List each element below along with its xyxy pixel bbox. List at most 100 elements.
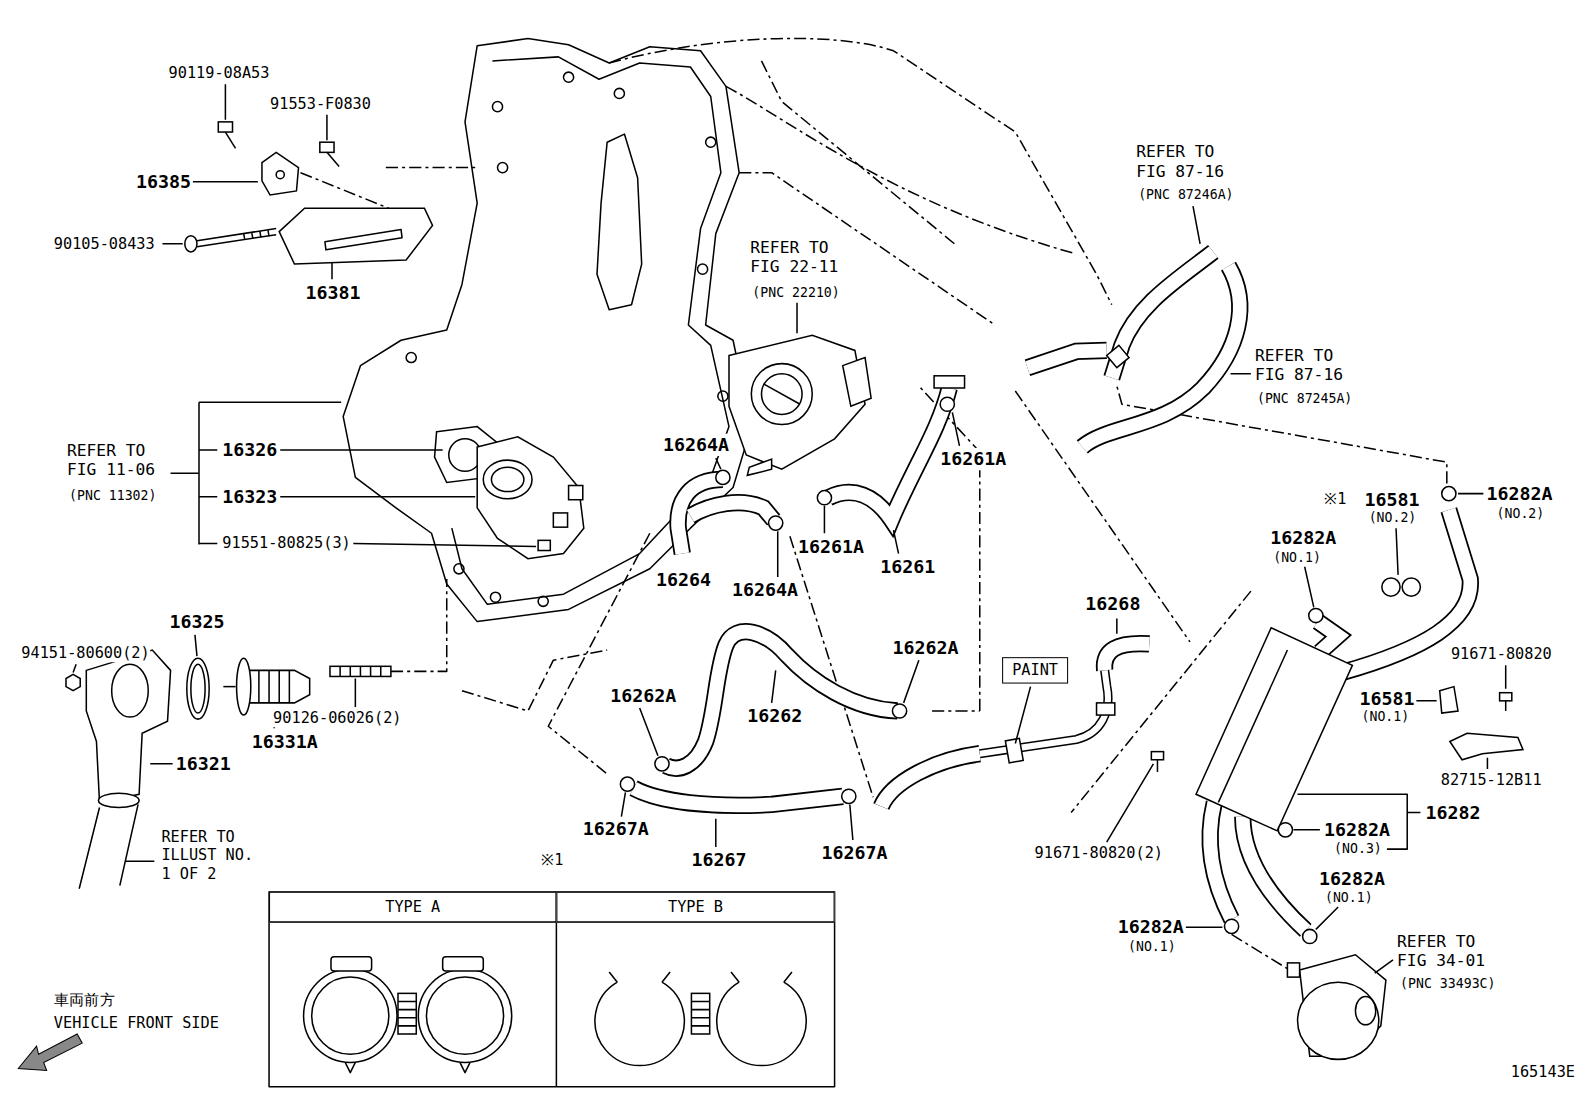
hose-clamp — [892, 704, 906, 718]
coolant-hose — [634, 788, 843, 805]
throttle-body — [729, 335, 865, 469]
engine-outline — [538, 596, 548, 606]
box-text: TYPE B — [668, 898, 723, 916]
part-number: 16385 — [135, 171, 192, 193]
bracket — [262, 152, 299, 195]
coolant-hose — [1318, 622, 1338, 652]
thermostat-parts — [66, 650, 391, 889]
reference-note: REFER TO ILLUST NO. 1 OF 2 — [160, 828, 262, 883]
hose-clamp — [655, 757, 669, 771]
throttle-body — [729, 335, 871, 475]
part-number: 16261A — [797, 535, 865, 557]
clip-type-a — [443, 957, 484, 971]
bracket — [225, 132, 235, 148]
part-number: 16261 — [879, 556, 936, 578]
hose-clamp — [1278, 823, 1292, 837]
phantom-line — [1117, 386, 1447, 484]
hose-clip — [1450, 733, 1523, 759]
coolant-hose — [828, 388, 949, 520]
thermostat-parts — [237, 658, 251, 715]
part-number: 16262A — [609, 685, 677, 707]
bracket — [320, 142, 334, 152]
phantom-line — [609, 38, 1112, 304]
hose-clip — [1505, 701, 1507, 711]
throttle-body — [843, 358, 871, 407]
sub-note: (NO.1) — [1361, 709, 1411, 725]
reference-note: REFER TO FIG 87-16 — [1254, 345, 1358, 384]
coolant-hose — [1027, 350, 1106, 367]
thermostat-parts — [249, 670, 310, 703]
engine-outline — [454, 564, 464, 574]
part-number: 16282A — [1318, 867, 1386, 889]
fastener-part-number: 90105-08433 — [53, 235, 156, 253]
clip-type-b — [717, 972, 806, 1066]
bracket — [325, 230, 402, 250]
fastener-part-number: 90126-06026(2) — [272, 709, 402, 727]
box-text: TYPE A — [385, 898, 440, 916]
fastener-part-number: 91551-80825(3) — [221, 534, 351, 552]
engine-outline — [343, 39, 751, 622]
clip-type-a — [304, 957, 512, 1073]
part-number: 16282A — [1269, 527, 1337, 549]
clip-type-a — [304, 969, 397, 1062]
part-number: 16267A — [820, 842, 888, 864]
throttle-body — [751, 364, 812, 425]
part-number: 16282 — [1424, 801, 1481, 823]
hose-clip — [1151, 752, 1163, 760]
water-inlet — [569, 486, 583, 500]
bracket — [279, 208, 432, 264]
vacuum-pump — [1287, 955, 1385, 1060]
water-inlet — [449, 439, 481, 472]
note-text: 車両前方 — [53, 990, 116, 1008]
clip-type-b — [691, 1001, 709, 1025]
engine-outline — [452, 57, 729, 604]
engine-outline — [498, 163, 508, 173]
fastener-part-number: 91671-80820 — [1450, 645, 1553, 663]
engine-outline — [492, 102, 502, 112]
clip-type-b — [691, 993, 709, 1034]
hose-clamp — [1442, 487, 1456, 501]
hose-clamp — [1303, 929, 1317, 943]
bracket — [218, 122, 232, 132]
sub-note: (NO.1) — [1272, 549, 1322, 565]
part-number: 16264A — [662, 434, 730, 456]
fastener-part-number: 94151-80600(2) — [20, 644, 150, 662]
throttle-body — [761, 374, 802, 415]
part-number: 16282A — [1323, 819, 1391, 841]
thermostat-parts — [98, 793, 139, 807]
part-number: 16267 — [690, 849, 747, 871]
sub-note: (PNC 87246A) — [1137, 187, 1234, 203]
leader-line — [280, 450, 536, 546]
thermostat-parts — [112, 664, 149, 717]
sub-note: (PNC 11302) — [68, 488, 157, 504]
leader-line — [1015, 619, 1153, 842]
clip-type-table — [269, 892, 835, 1087]
sub-note: (PNC 87245A) — [1256, 391, 1353, 407]
leader-line — [1193, 206, 1251, 374]
thermostat-parts — [330, 666, 391, 676]
engine-outline — [706, 137, 716, 147]
clip-type-table — [269, 892, 835, 1087]
phantom-line — [739, 173, 995, 325]
throttle-body — [747, 459, 771, 475]
clip-type-a — [426, 977, 503, 1054]
water-inlet — [477, 437, 584, 559]
coolant-hose — [690, 503, 773, 520]
bracket — [276, 171, 284, 179]
water-inlet — [491, 467, 523, 491]
leader-line — [73, 84, 1506, 973]
coolant-hose — [666, 632, 897, 768]
coolant-hose — [690, 503, 773, 520]
water-bypass-pipe — [1196, 628, 1352, 831]
hose-clamp — [1224, 919, 1238, 933]
hose-clamp — [817, 491, 831, 505]
coolant-hose — [634, 252, 1471, 930]
water-bypass-pipe — [1196, 628, 1352, 831]
part-number: 16267A — [582, 818, 650, 840]
engine-outline — [490, 592, 500, 602]
vehicle-front-arrow — [18, 1034, 82, 1071]
thermostat-parts — [86, 650, 170, 802]
reference-note: REFER TO FIG 11-06 — [66, 441, 170, 480]
reference-note: REFER TO FIG 22-11 — [749, 238, 853, 277]
